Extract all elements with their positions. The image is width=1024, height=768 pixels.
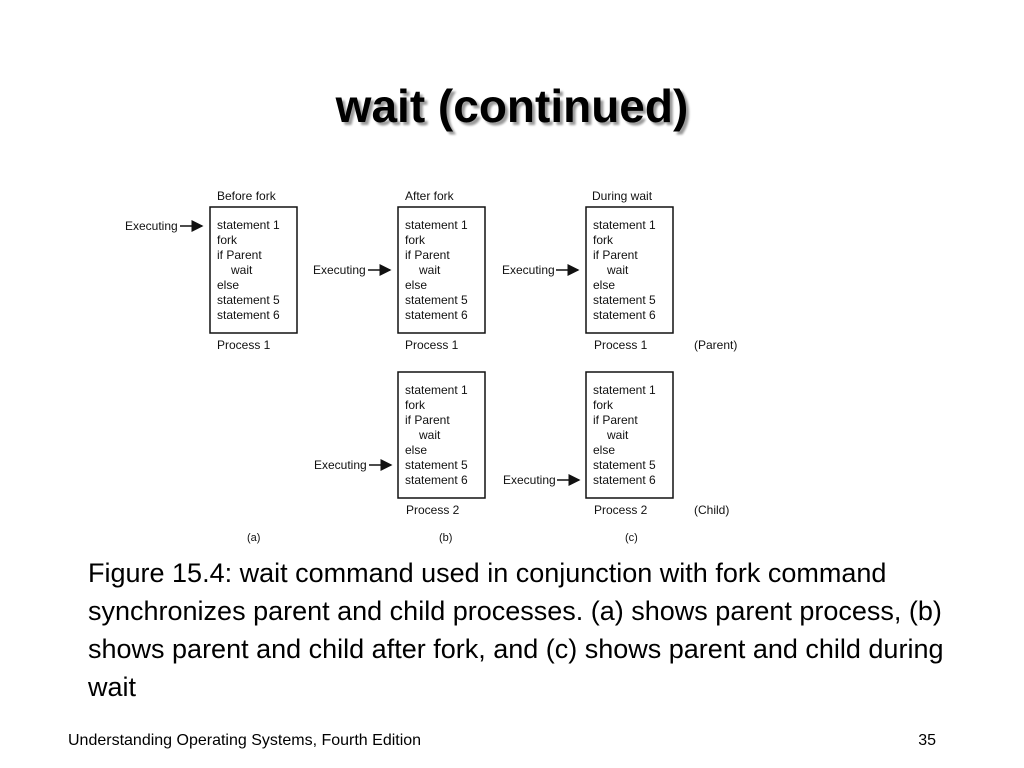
fork-wait-diagram: Before fork After fork During wait state… <box>125 189 737 544</box>
program-line: fork <box>593 233 614 247</box>
program-line: if Parent <box>593 413 638 427</box>
program-line: statement 5 <box>405 458 468 472</box>
pointer-label: Executing <box>503 473 556 487</box>
footer-book-title: Understanding Operating Systems, Fourth … <box>68 732 422 749</box>
executing-pointer-c-parent: Executing <box>502 263 580 277</box>
program-line: statement 5 <box>217 293 280 307</box>
program-line: if Parent <box>593 248 638 262</box>
panel-label-b: (b) <box>439 532 452 544</box>
program-line: statement 1 <box>405 383 468 397</box>
process-label-a-parent: Process 1 <box>217 338 271 352</box>
program-box-b-parent: statement 1 fork if Parent wait else sta… <box>397 206 486 334</box>
program-line: if Parent <box>405 413 450 427</box>
column-header-c: During wait <box>592 189 653 203</box>
process-label-b-child: Process 2 <box>406 503 460 517</box>
program-line: fork <box>217 233 238 247</box>
pointer-label: Executing <box>502 263 555 277</box>
pointer-label: Executing <box>313 263 366 277</box>
column-header-b: After fork <box>405 189 455 203</box>
pointer-label: Executing <box>125 219 178 233</box>
program-line: statement 1 <box>217 218 280 232</box>
program-line: else <box>593 443 615 457</box>
program-line: statement 1 <box>405 218 468 232</box>
program-box-c-parent: statement 1 fork if Parent wait else sta… <box>585 206 674 334</box>
program-box-b-child: statement 1 fork if Parent wait else sta… <box>397 371 486 499</box>
process-label-c-child: Process 2 <box>594 503 648 517</box>
pointer-label: Executing <box>314 458 367 472</box>
program-line: statement 5 <box>593 293 656 307</box>
program-line: else <box>217 278 239 292</box>
program-line: statement 6 <box>217 308 280 322</box>
program-line: statement 6 <box>593 308 656 322</box>
program-line: statement 5 <box>593 458 656 472</box>
process-label-b-parent: Process 1 <box>405 338 459 352</box>
slide-title: wait (continued) <box>335 80 689 132</box>
program-line: wait <box>606 263 629 277</box>
program-box-a-parent: statement 1 fork if Parent wait else sta… <box>209 206 298 334</box>
program-line: statement 1 <box>593 383 656 397</box>
program-line: else <box>405 443 427 457</box>
executing-pointer-b-parent: Executing <box>313 263 392 277</box>
program-line: fork <box>405 233 426 247</box>
program-line: fork <box>405 398 426 412</box>
program-box-c-child: statement 1 fork if Parent wait else sta… <box>585 371 674 499</box>
page-number: 35 <box>918 732 936 749</box>
executing-pointer-c-child: Executing <box>503 473 581 487</box>
program-line: fork <box>593 398 614 412</box>
program-line: statement 5 <box>405 293 468 307</box>
program-line: wait <box>418 428 441 442</box>
role-label-parent: (Parent) <box>694 338 737 352</box>
fork-wait-figure: Before fork After fork During wait state… <box>110 180 750 550</box>
panel-label-a: (a) <box>247 532 260 544</box>
program-line: statement 6 <box>405 308 468 322</box>
program-line: wait <box>606 428 629 442</box>
panel-label-c: (c) <box>625 532 638 544</box>
program-line: statement 1 <box>593 218 656 232</box>
program-line: wait <box>418 263 441 277</box>
column-header-a: Before fork <box>217 189 277 203</box>
program-line: if Parent <box>217 248 262 262</box>
role-label-child: (Child) <box>694 503 729 517</box>
program-line: if Parent <box>405 248 450 262</box>
process-label-c-parent: Process 1 <box>594 338 648 352</box>
figure-caption: Figure 15.4: wait command used in conjun… <box>88 558 944 702</box>
executing-pointer-a-parent: Executing <box>125 219 204 233</box>
program-line: else <box>593 278 615 292</box>
executing-pointer-b-child: Executing <box>314 458 393 472</box>
program-line: statement 6 <box>405 473 468 487</box>
program-line: wait <box>230 263 253 277</box>
program-line: statement 6 <box>593 473 656 487</box>
program-line: else <box>405 278 427 292</box>
